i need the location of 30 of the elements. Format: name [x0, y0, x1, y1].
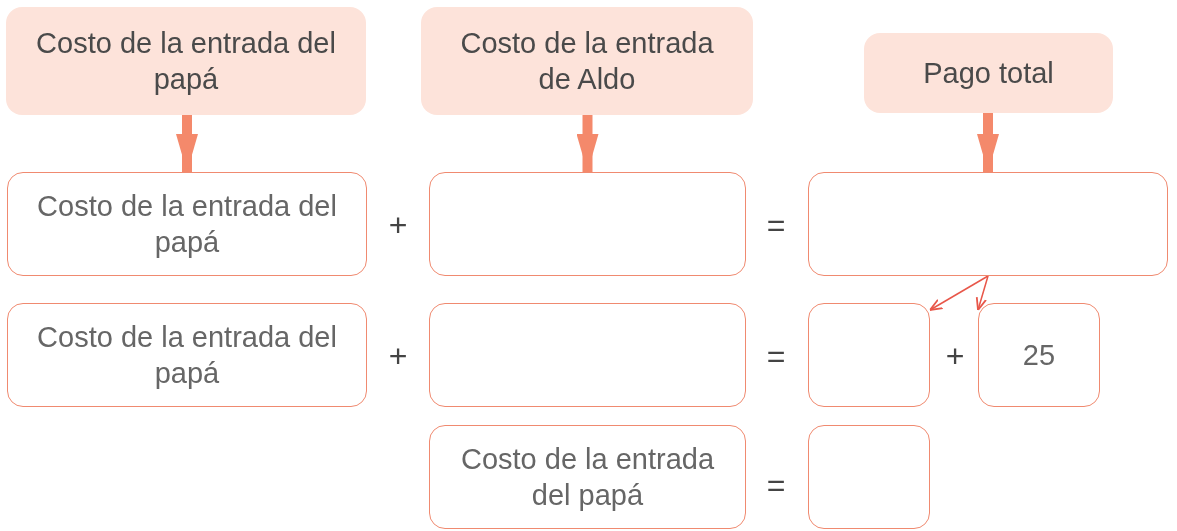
math-sign: +: [388, 206, 408, 244]
arrow: [977, 113, 999, 172]
math-sign: =: [766, 206, 786, 244]
text-box: [7, 172, 367, 276]
arrow: [975, 275, 989, 311]
arrow: [929, 275, 989, 311]
math-sign: +: [388, 337, 408, 375]
arrow: [576, 115, 599, 172]
heading-box: [421, 7, 753, 115]
box-text: Pago total: [922, 56, 1055, 91]
box-text: Costo de la entrada de Aldo: [459, 26, 715, 97]
text-box: [978, 303, 1100, 407]
box-text: 25: [1021, 338, 1057, 373]
text-box: [429, 425, 746, 529]
answer-box: [429, 303, 746, 407]
answer-box: [808, 425, 930, 529]
box-text: Costo de la entrada del papá: [36, 320, 338, 391]
box-text: Costo de la entrada del papá: [459, 442, 716, 513]
heading-box: [6, 7, 366, 115]
box-text: Costo de la entrada del papá: [35, 26, 337, 97]
answer-box: [429, 172, 746, 276]
answer-box: [808, 303, 930, 407]
box-text: Costo de la entrada del papá: [36, 189, 338, 260]
arrow: [176, 115, 198, 172]
math-sign: +: [945, 337, 965, 375]
math-sign: =: [766, 466, 786, 504]
text-box: [7, 303, 367, 407]
answer-box: [808, 172, 1168, 276]
math-sign: =: [766, 337, 786, 375]
heading-box: [864, 33, 1113, 113]
